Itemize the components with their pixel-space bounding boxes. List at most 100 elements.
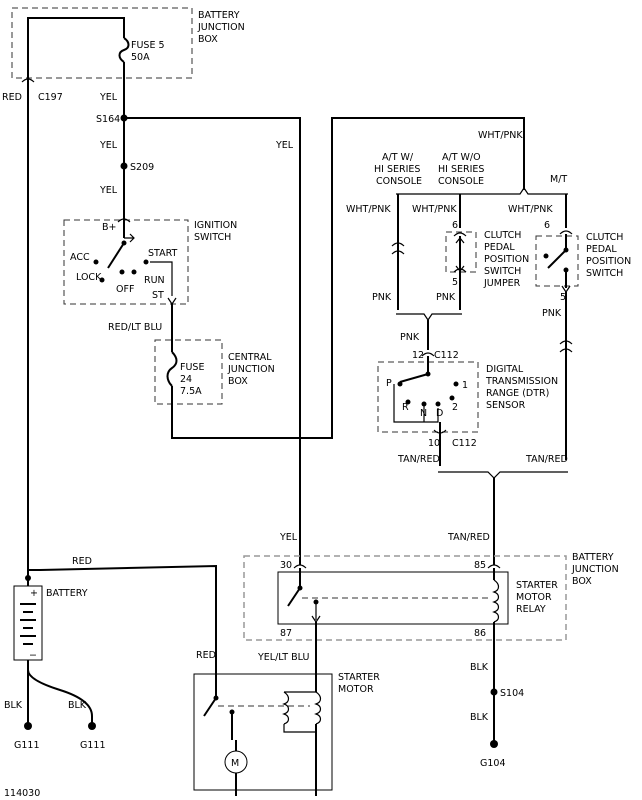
dtr-title-1: DIGITAL bbox=[486, 364, 524, 375]
c112-bottom-label: C112 bbox=[452, 438, 477, 449]
acc-label: ACC bbox=[70, 252, 90, 263]
blk-label-4: BLK bbox=[470, 712, 489, 723]
yel-lt-blu-label: YEL/LT BLU bbox=[257, 652, 309, 663]
clutch-pedal-switch: 6 5 CLUTCH PEDAL POSITION SWITCH bbox=[535, 220, 631, 303]
lock-label: LOCK bbox=[76, 272, 102, 283]
battery-jb-bottom-title-1: BATTERY bbox=[572, 552, 614, 563]
fuse-24-rating: 7.5A bbox=[180, 386, 202, 397]
dtr-r-label: R bbox=[402, 402, 409, 413]
fuse-24-label: FUSE bbox=[180, 362, 204, 373]
at-w-label-3: CONSOLE bbox=[376, 176, 422, 187]
g111-label-b: G111 bbox=[80, 740, 106, 751]
jumper-title-3: POSITION bbox=[484, 254, 529, 265]
fuse-24-number: 24 bbox=[180, 374, 192, 385]
clutch-switch-pin-6: 6 bbox=[544, 220, 550, 231]
clutch-switch-title-4: SWITCH bbox=[586, 268, 623, 279]
blk-label-1: BLK bbox=[4, 700, 23, 711]
wht-pnk-top-label: WHT/PNK bbox=[478, 130, 523, 141]
yel-label-1: YEL bbox=[99, 92, 118, 103]
fuse-5-symbol bbox=[118, 37, 130, 63]
at-w-label-1: A/T W/ bbox=[382, 152, 414, 163]
off-label: OFF bbox=[116, 284, 134, 295]
at-wo-label-3: CONSOLE bbox=[438, 176, 484, 187]
start-label: START bbox=[148, 248, 178, 259]
dtr-n-label: N bbox=[420, 408, 427, 419]
c112-top-label: C112 bbox=[434, 350, 459, 361]
starter-solenoid-coil-a bbox=[282, 691, 290, 725]
jumper-pin-6: 6 bbox=[452, 220, 458, 231]
battery-junction-box-bottom: BATTERY JUNCTION BOX bbox=[243, 552, 619, 641]
ignition-switch: IGNITION SWITCH B+ ACC START LOCK RUN OF… bbox=[63, 216, 237, 305]
battery-jb-top-title-2: JUNCTION bbox=[197, 22, 245, 33]
mt-label: M/T bbox=[550, 174, 567, 185]
dtr-2-label: 2 bbox=[452, 402, 458, 413]
starter-motor: RED STARTER MOTOR M bbox=[193, 650, 380, 796]
yel-label-3: YEL bbox=[99, 185, 118, 196]
central-jb-title-2: JUNCTION bbox=[227, 364, 275, 375]
battery: BATTERY + − bbox=[13, 585, 88, 661]
at-wo-label-1: A/T W/O bbox=[442, 152, 481, 163]
relay-pin-86: 86 bbox=[474, 628, 486, 639]
jumper-title-4: SWITCH bbox=[484, 266, 521, 277]
yel-bottom-label: YEL bbox=[279, 532, 298, 543]
jumper-pin-5: 5 bbox=[452, 277, 458, 288]
starter-solenoid-coil-b bbox=[314, 691, 322, 725]
relay-title-1: STARTER bbox=[516, 580, 558, 591]
clutch-switch-title-1: CLUTCH bbox=[586, 232, 623, 243]
ignition-title-2: SWITCH bbox=[194, 232, 231, 243]
starter-title-1: STARTER bbox=[338, 672, 380, 683]
red-lt-blu-label: RED/LT BLU bbox=[108, 322, 162, 333]
fuse-24-symbol bbox=[166, 351, 178, 387]
wht-pnk-mt-label: WHT/PNK bbox=[508, 204, 553, 215]
clutch-switch-pin-5: 5 bbox=[560, 292, 566, 303]
jumper-title-2: PEDAL bbox=[484, 242, 515, 253]
relay-pin-30: 30 bbox=[280, 560, 292, 571]
red-starter-label: RED bbox=[196, 650, 216, 661]
tan-red-label-3: TAN/RED bbox=[447, 532, 490, 543]
b-plus-label: B+ bbox=[102, 222, 116, 233]
s104-label: S104 bbox=[500, 688, 524, 699]
at-wo-label-2: HI SERIES bbox=[438, 164, 484, 175]
jumper-title-1: CLUTCH bbox=[484, 230, 521, 241]
central-jb-title-3: BOX bbox=[228, 376, 248, 387]
pnk-label-1: PNK bbox=[372, 292, 392, 303]
clutch-switch-title-2: PEDAL bbox=[586, 244, 617, 255]
yel-label-2: YEL bbox=[99, 140, 118, 151]
fuse-5-rating: 50A bbox=[131, 52, 150, 63]
g104-ground-icon bbox=[490, 740, 498, 748]
central-junction-box: CENTRAL JUNCTION BOX FUSE 24 7.5A bbox=[154, 339, 275, 405]
g111-label-a: G111 bbox=[14, 740, 40, 751]
run-label: RUN bbox=[144, 275, 165, 286]
red-battery-label: RED bbox=[72, 556, 92, 567]
relay-pin-87: 87 bbox=[280, 628, 292, 639]
tan-red-label-1: TAN/RED bbox=[397, 454, 440, 465]
blk-label-2: BLK bbox=[68, 700, 87, 711]
dtr-pin-10: 10 bbox=[428, 438, 440, 449]
g111-ground-icon-a bbox=[24, 722, 32, 730]
starter-motor-relay: 30 85 87 86 STARTER MOTOR RELAY bbox=[277, 560, 558, 690]
pnk-label-4: PNK bbox=[542, 308, 562, 319]
dtr-title-3: RANGE (DTR) bbox=[486, 388, 549, 399]
battery-jb-top-title-3: BOX bbox=[198, 34, 218, 45]
figure-id: 114030 bbox=[4, 788, 40, 799]
yel-right-label: YEL bbox=[275, 140, 294, 151]
g104-label: G104 bbox=[480, 758, 506, 769]
fuse-5-label: FUSE 5 bbox=[131, 40, 165, 51]
battery-plus: + bbox=[30, 588, 38, 599]
relay-title-2: MOTOR bbox=[516, 592, 552, 603]
dtr-sensor: 12 C112 P R N D 1 2 10 C112 DIGITAL TRAN… bbox=[377, 350, 558, 466]
motor-m-label: M bbox=[231, 758, 239, 769]
pnk-label-3: PNK bbox=[400, 332, 420, 343]
pnk-label-2: PNK bbox=[436, 292, 456, 303]
jumper-title-5: JUMPER bbox=[483, 278, 521, 289]
clutch-pedal-jumper: 6 5 CLUTCH PEDAL POSITION SWITCH JUMPER bbox=[445, 220, 529, 289]
wht-pnk-at-wo-label: WHT/PNK bbox=[412, 204, 457, 215]
battery-label: BATTERY bbox=[46, 588, 88, 599]
dtr-title-2: TRANSMISSION bbox=[485, 376, 558, 387]
battery-jb-bottom-title-3: BOX bbox=[572, 576, 592, 587]
starter-title-2: MOTOR bbox=[338, 684, 374, 695]
dtr-1-label: 1 bbox=[462, 380, 468, 391]
relay-coil bbox=[492, 579, 500, 623]
battery-jb-top-title-1: BATTERY bbox=[198, 10, 240, 21]
